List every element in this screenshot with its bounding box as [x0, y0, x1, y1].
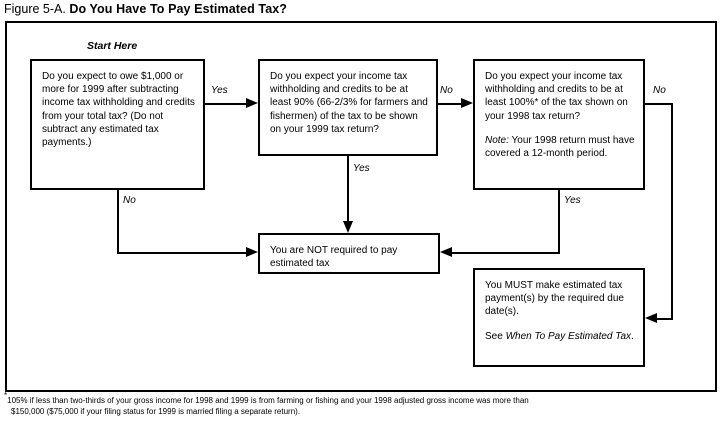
- decision-box-withholding-1998-text: Do you expect your income tax withholdin…: [485, 71, 628, 122]
- edge-label-owe-yes: Yes: [210, 85, 229, 96]
- edge-owe-yes-line: [205, 103, 246, 105]
- figure-number: Figure 5-A.: [4, 2, 66, 16]
- note-text: Your 1998 return must have covered a 12-…: [485, 134, 635, 160]
- edge-owe-no-vline: [117, 190, 119, 254]
- edge-withholding1999-yes-vline: [347, 156, 349, 222]
- outcome-box-must-pay-text: You MUST make estimated tax payment(s) b…: [485, 280, 624, 318]
- outcome-box-must-pay-reference: See When To Pay Estimated Tax.: [485, 330, 635, 343]
- footnote-marker: *: [4, 391, 8, 400]
- footnote: *105% if less than two-thirds of your gr…: [4, 392, 722, 417]
- edge-withholding1998-no-vline: [671, 103, 673, 320]
- outcome-box-must-pay: You MUST make estimated tax payment(s) b…: [473, 268, 645, 367]
- decision-box-withholding-1998-note: Note: Your 1998 return must have covered…: [485, 134, 635, 160]
- edge-withholding1999-yes-arrowhead: [342, 221, 353, 233]
- footnote-line-1-text: 105% if less than two-thirds of your gro…: [7, 396, 529, 405]
- edge-owe-no-arrowhead: [246, 247, 258, 257]
- decision-box-owe-1000: Do you expect to owe $1,000 or more for …: [30, 59, 205, 190]
- edge-label-withholding1998-yes: Yes: [563, 195, 582, 206]
- start-here-label: Start Here: [87, 40, 138, 52]
- edge-withholding1998-yes-vline: [558, 190, 560, 254]
- outcome-box-not-required: You are NOT required to pay estimated ta…: [258, 233, 440, 274]
- edge-withholding1998-yes-arrowhead: [440, 247, 452, 257]
- footnote-line-1: *105% if less than two-thirds of your gr…: [4, 392, 722, 407]
- decision-box-withholding-1999: Do you expect your income tax withholdin…: [258, 59, 438, 156]
- outcome-box-not-required-text: You are NOT required to pay estimated ta…: [270, 245, 398, 270]
- flowchart-frame: Start Here Do you expect to owe $1,000 o…: [5, 21, 717, 392]
- edge-withholding1998-no-hline-top: [645, 103, 673, 105]
- edge-label-withholding1998-no: No: [652, 85, 667, 96]
- see-suffix: .: [631, 330, 634, 342]
- note-label: Note:: [485, 134, 509, 146]
- decision-box-withholding-1999-text: Do you expect your income tax withholdin…: [270, 71, 428, 135]
- decision-box-owe-1000-text: Do you expect to owe $1,000 or more for …: [42, 71, 195, 149]
- edge-withholding1998-no-hline-bottom: [657, 318, 673, 320]
- see-reference-title: When To Pay Estimated Tax: [505, 330, 632, 342]
- footnote-line-2: $150,000 ($75,000 if your filing status …: [11, 406, 301, 416]
- figure-heading: Do You Have To Pay Estimated Tax?: [69, 2, 288, 16]
- edge-label-withholding1999-yes: Yes: [352, 163, 371, 174]
- see-prefix: See: [485, 330, 506, 342]
- edge-label-withholding1999-no: No: [439, 85, 454, 96]
- edge-withholding1998-no-arrowhead: [645, 313, 657, 323]
- edge-owe-yes-arrowhead: [246, 98, 258, 108]
- edge-label-owe-no: No: [122, 195, 137, 206]
- edge-withholding1998-yes-hline: [452, 252, 560, 254]
- decision-box-withholding-1998: Do you expect your income tax withholdin…: [473, 59, 645, 190]
- edge-owe-no-hline: [117, 252, 246, 254]
- figure-title: Figure 5-A. Do You Have To Pay Estimated…: [4, 2, 287, 17]
- edge-withholding1999-no-line: [438, 103, 461, 105]
- edge-withholding1999-no-arrowhead: [461, 98, 473, 108]
